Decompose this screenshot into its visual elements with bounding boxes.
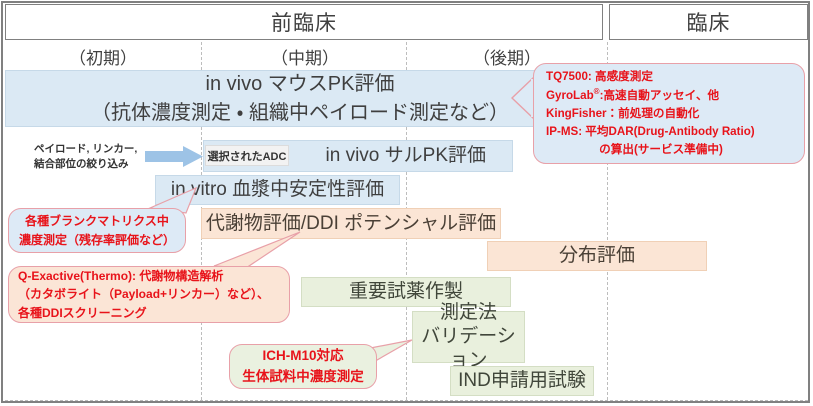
substage-early-label: （初期） — [69, 48, 137, 68]
phase-header-preclinical-label: 前臨床 — [271, 12, 337, 35]
callout-ich-m10-line1: ICH-M10対応 — [262, 347, 344, 363]
narrowing-label: ペイロード, リンカー, 結合部位の絞り込み — [34, 142, 139, 172]
bar-metabolite-ddi: 代謝物評価/DDI ポテンシャル評価 — [201, 208, 501, 239]
selected-adc-chip: 選択されたADC — [205, 145, 289, 166]
bar-distribution-label: 分布評価 — [558, 245, 635, 267]
bar-distribution: 分布評価 — [487, 241, 707, 271]
bar-ind-study-label: IND申請用試験 — [458, 370, 586, 392]
substage-early: （初期） — [5, 44, 201, 68]
callout-ich-m10: ICH-M10対応 生体試料中濃度測定 — [229, 344, 377, 389]
callout-instruments-line4: IP-MS: 平均DAR(Drug-Antibody Ratio) — [546, 124, 755, 138]
callout-instruments-line5: の算出(サービス準備中) — [599, 142, 723, 156]
narrowing-line2: 結合部位の絞り込み — [34, 158, 129, 171]
narrowing-arrow-icon — [145, 146, 203, 167]
gyrolab-text: GyroLab — [546, 88, 594, 102]
gyrolab-suffix: :高速自動アッセイ、他 — [599, 88, 720, 102]
phase-header-clinical: 臨床 — [609, 4, 808, 40]
bottom-divider — [5, 400, 808, 401]
callout-q-exactive-line2: （カタボライト（Payload+リンカー）など）、 — [18, 287, 270, 302]
callout-q-exactive-line1: Q-Exactive(Thermo): 代謝物構造解析 — [18, 268, 224, 283]
bar-method-validation-line2: バリデーション — [421, 326, 516, 371]
substage-late: （後期） — [409, 44, 605, 68]
phase-header-clinical-label: 臨床 — [686, 12, 731, 35]
callout-instruments-line3: KingFisher：前処理の自動化 — [546, 106, 700, 120]
callout-instruments-line1: TQ7500: 高感度測定 — [546, 70, 653, 84]
column-divider-preclinical-clinical — [607, 42, 608, 400]
callout-blank-matrix-line1: 各種ブランクマトリクス中 — [25, 213, 169, 228]
callout-q-exactive-line3: 各種DDIスクリーニング — [18, 305, 147, 320]
bar-in-vitro-stability-label: in vitro 血漿中安定性評価 — [170, 179, 385, 201]
substage-mid: （中期） — [205, 44, 405, 68]
bar-mouse-pk-title: in vivo マウスPK評価 — [205, 72, 395, 95]
callout-q-exactive: Q-Exactive(Thermo): 代謝物構造解析 （カタボライト（Payl… — [8, 266, 290, 323]
bar-key-reagent: 重要試薬作製 — [301, 277, 511, 307]
substage-mid-label: （中期） — [271, 48, 339, 68]
substage-late-label: （後期） — [473, 48, 541, 68]
bar-method-validation-line1: 測定法 — [439, 302, 497, 324]
callout-blank-matrix-line2: 濃度測定（残存率評価など） — [18, 232, 175, 247]
bar-method-validation: 測定法 バリデーション — [412, 302, 525, 371]
bar-mouse-pk: in vivo マウスPK評価 （抗体濃度測定 ・ 組織中ペイロード測定など） — [5, 70, 595, 127]
callout-blank-matrix: 各種ブランクマトリクス中 濃度測定（残存率評価など） — [8, 208, 186, 253]
bar-key-reagent-label: 重要試薬作製 — [348, 281, 463, 303]
registered-trademark-icon: ® — [593, 87, 600, 97]
bar-mouse-pk-subtitle: （抗体濃度測定 ・ 組織中ペイロード測定など） — [91, 101, 509, 124]
bar-monkey-pk-label: in vivo サルPK評価 — [325, 145, 486, 167]
narrowing-line1: ペイロード, リンカー, — [34, 143, 138, 155]
bar-metabolite-ddi-label: 代謝物評価/DDI ポテンシャル評価 — [205, 212, 497, 234]
phase-header-preclinical: 前臨床 — [5, 4, 603, 40]
bar-in-vitro-stability: in vitro 血漿中安定性評価 — [155, 175, 400, 205]
callout-ich-m10-line2: 生体試料中濃度測定 — [242, 368, 364, 384]
callout-instruments-line2: GyroLab®:高速自動アッセイ、他 — [546, 86, 794, 105]
callout-instruments: TQ7500: 高感度測定 GyroLab®:高速自動アッセイ、他 KingFi… — [533, 63, 805, 164]
bar-ind-study: IND申請用試験 — [450, 366, 594, 396]
selected-adc-label: 選択されたADC — [207, 150, 287, 163]
